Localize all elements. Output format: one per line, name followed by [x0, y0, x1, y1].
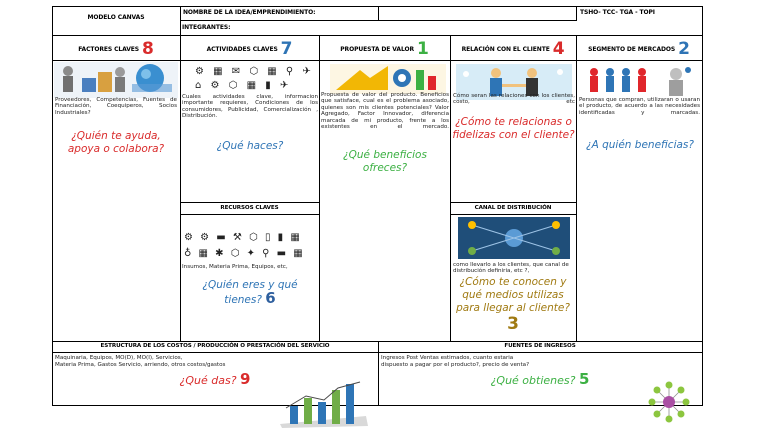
relacion-question: ¿Cómo te relacionas o fidelizas con el c…	[452, 116, 575, 141]
actividades-icons-row2: ⌂ ⚙ ⬡ ▦ ▮ ✈	[195, 80, 292, 91]
propuesta-title: PROPUESTA DE VALOR 1	[319, 38, 450, 60]
costos-question: ¿Qué das? 9	[52, 372, 378, 388]
segmento-question: ¿A quién beneficias?	[586, 139, 694, 151]
factores-description: Proveedores, Competencias, Fuentes de Fi…	[55, 97, 177, 116]
canal-question: ¿Cómo te conocen y qué medios utilizas p…	[456, 276, 570, 314]
recursos-title: RECURSOS CLAVES	[220, 205, 279, 211]
costos-title: ESTRUCTURA DE LOS COSTOS / PRODUCCIÓN O …	[100, 343, 330, 349]
segmento-number: 2	[678, 39, 690, 59]
costos-chart-illustration	[276, 378, 372, 428]
canal-illustration	[458, 217, 570, 259]
factores-question: ¿Quién te ayuda, apoya o colabora?	[67, 130, 165, 155]
recursos-question-text: ¿Quién eres y qué tienes?	[202, 279, 298, 306]
idea-name-label: NOMBRE DE LA IDEA/EMPRENDIMIENTO:	[183, 9, 316, 16]
ingresos-number: 5	[578, 370, 590, 388]
members-label: INTEGRANTES:	[182, 24, 231, 31]
program-label: TSHO- TCC- TGA - TOPI	[580, 9, 655, 16]
segmento-description: Personas que compran, utilizaran o usara…	[579, 97, 700, 116]
actividades-question: ¿Qué haces?	[216, 140, 284, 152]
factores-number: 8	[142, 39, 154, 59]
ingresos-question: ¿Qué obtienes? 5	[378, 372, 702, 388]
ingresos-title: FUENTES DE INGRESOS	[504, 343, 576, 349]
propuesta-question: ¿Qué beneficios ofreces?	[343, 149, 427, 174]
relacion-description: Cómo seran las relaciones con los client…	[453, 93, 575, 106]
propuesta-description: Propuesta de valor del producto. Benefic…	[321, 92, 449, 131]
actividades-title: ACTIVIDADES CLAVES 7	[180, 38, 319, 60]
recursos-icons-row2: ♁ ▦ ✱ ⬡ ✦ ⚲ ▬ ▦	[184, 248, 305, 259]
factores-title-text: FACTORES CLAVES	[78, 45, 140, 53]
segmento-illustration	[584, 64, 696, 100]
relacion-number: 4	[552, 39, 565, 59]
costos-description-2: Materia Prima, Gastos Servicio, arriendo…	[55, 362, 226, 368]
actividades-icons: ⚙ ▦ ✉ ⬡ ▦ ⚲ ✈	[195, 66, 314, 77]
propuesta-number: 1	[417, 39, 429, 59]
recursos-number: 6	[265, 289, 276, 307]
canvas-title: MODELO CANVAS	[87, 14, 145, 21]
ingresos-question-text: ¿Qué obtienes?	[490, 374, 576, 387]
segmento-title: SEGMENTO DE MERCADOS 2	[576, 38, 702, 60]
costos-question-text: ¿Qué das?	[179, 374, 237, 387]
segmento-title-text: SEGMENTO DE MERCADOS	[588, 45, 676, 53]
members-field[interactable]	[240, 21, 702, 35]
ingresos-description-1: Ingresos Post Ventas estimados, cuanto e…	[381, 355, 514, 361]
recursos-description: Insumos, Materia Prima, Equipos, etc,	[182, 264, 288, 270]
propuesta-title-text: PROPUESTA DE VALOR	[340, 45, 414, 53]
actividades-title-text: ACTIVIDADES CLAVES	[206, 45, 278, 53]
relacion-illustration	[456, 64, 572, 100]
actividades-description: Cuales actividades clave, informacion im…	[182, 94, 318, 120]
recursos-question: ¿Quién eres y qué tienes? 6	[182, 279, 318, 307]
propuesta-illustration	[330, 64, 446, 94]
idea-name-field[interactable]	[379, 7, 576, 20]
canal-description: como llevarlo a los clientes, que canal …	[453, 262, 569, 275]
factores-illustration	[54, 62, 178, 98]
network-logo-icon	[648, 381, 690, 423]
canal-title: CANAL DE DISTRIBUCIÓN	[474, 205, 552, 211]
canal-number: 3	[507, 314, 519, 334]
relacion-title-text: RELACIÓN CON EL CLIENTE	[461, 45, 550, 53]
recursos-icons: ⚙ ⚙ ▬ ⚒ ⬡ ▯ ▮ ▦	[184, 232, 302, 243]
factores-title: FACTORES CLAVES 8	[52, 38, 180, 60]
ingresos-description-2: dispuesto a pagar por el producto?, prec…	[381, 362, 530, 368]
costos-description-1: Maquinaria, Equipos, MO(D), MO(I), Servi…	[55, 355, 183, 361]
costos-number: 9	[240, 370, 251, 388]
actividades-number: 7	[280, 39, 293, 59]
relacion-title: RELACIÓN CON EL CLIENTE 4	[450, 38, 576, 60]
